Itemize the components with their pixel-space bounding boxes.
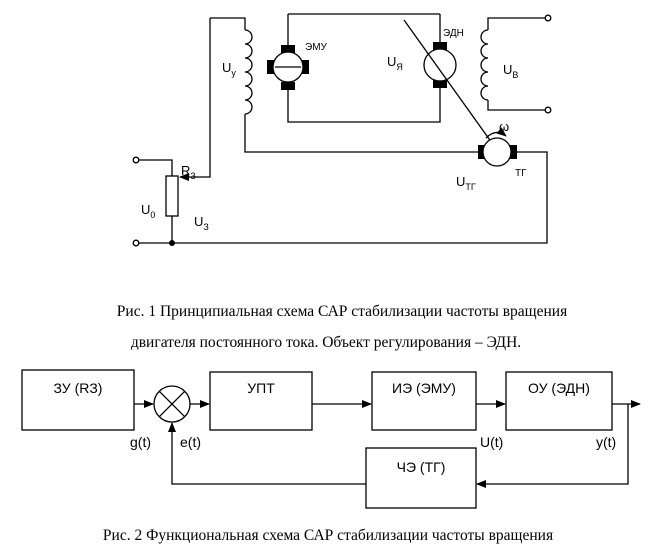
- terminal: [132, 239, 140, 247]
- terminal: [544, 14, 552, 22]
- emu-machine: [267, 13, 441, 123]
- tachogenerator: [139, 127, 548, 244]
- block-ou: [505, 371, 613, 431]
- terminal: [132, 156, 140, 164]
- u-ya-label: UЯ: [387, 54, 403, 72]
- junction-dot: [169, 240, 175, 246]
- caption-fig1-line1: Рис. 1 Принципиальная схема САР стабилиз…: [117, 303, 567, 320]
- block-ou-label: ОУ (ЭДН): [528, 380, 590, 396]
- block-che: [365, 447, 477, 509]
- edn-motor: [423, 42, 457, 88]
- caption-fig2: Рис. 2 Функциональная схема САР стабилиз…: [103, 527, 553, 544]
- functional-block-diagram: ЗУ (RЗ) УПТ ИЭ (ЭМУ) ОУ (ЭДН) ЧЭ (ТГ) g(…: [21, 369, 641, 509]
- block-che-label: ЧЭ (ТГ): [397, 459, 446, 475]
- terminal: [544, 106, 552, 114]
- caption-fig1-line2: двигателя постоянного тока. Объект регул…: [131, 334, 521, 351]
- block-ie: [371, 371, 477, 431]
- omega-label: ω: [499, 119, 509, 134]
- control-winding-coil: [185, 17, 478, 178]
- u-y-label: Uу: [222, 60, 236, 78]
- reference-potentiometer: [132, 156, 189, 247]
- signal-e: e(t): [180, 434, 201, 450]
- edn-label: ЭДН: [443, 28, 464, 39]
- rotation-arrow: [485, 127, 507, 139]
- shaft-line: [403, 19, 498, 151]
- block-upt: [209, 371, 313, 431]
- arrow-che-to-sum: [168, 422, 366, 485]
- u-v-label: UВ: [503, 62, 518, 80]
- arrow-feedback-to-che: [476, 404, 629, 488]
- principal-schematic: ЭМУ ЭДН Uу UЯ UВ ω UТГ ТГ RЗ U0 UЗ: [132, 13, 552, 247]
- excitation-winding-coil: [480, 14, 552, 114]
- tg-label: ТГ: [515, 168, 527, 179]
- block-ie-label: ИЭ (ЭМУ): [392, 380, 456, 396]
- u-tg-label: UТГ: [456, 174, 476, 192]
- signal-u: U(t): [480, 434, 503, 450]
- signal-g: g(t): [130, 434, 151, 450]
- r-z-label: RЗ: [181, 163, 196, 181]
- emu-label: ЭМУ: [305, 42, 328, 53]
- block-zu: [21, 369, 135, 431]
- block-zu-label: ЗУ (RЗ): [54, 380, 103, 396]
- signal-y: y(t): [596, 434, 616, 450]
- u-z-label: UЗ: [194, 214, 209, 232]
- summing-junction: [153, 385, 191, 423]
- u-0-label: U0: [141, 202, 155, 220]
- block-upt-label: УПТ: [247, 380, 275, 396]
